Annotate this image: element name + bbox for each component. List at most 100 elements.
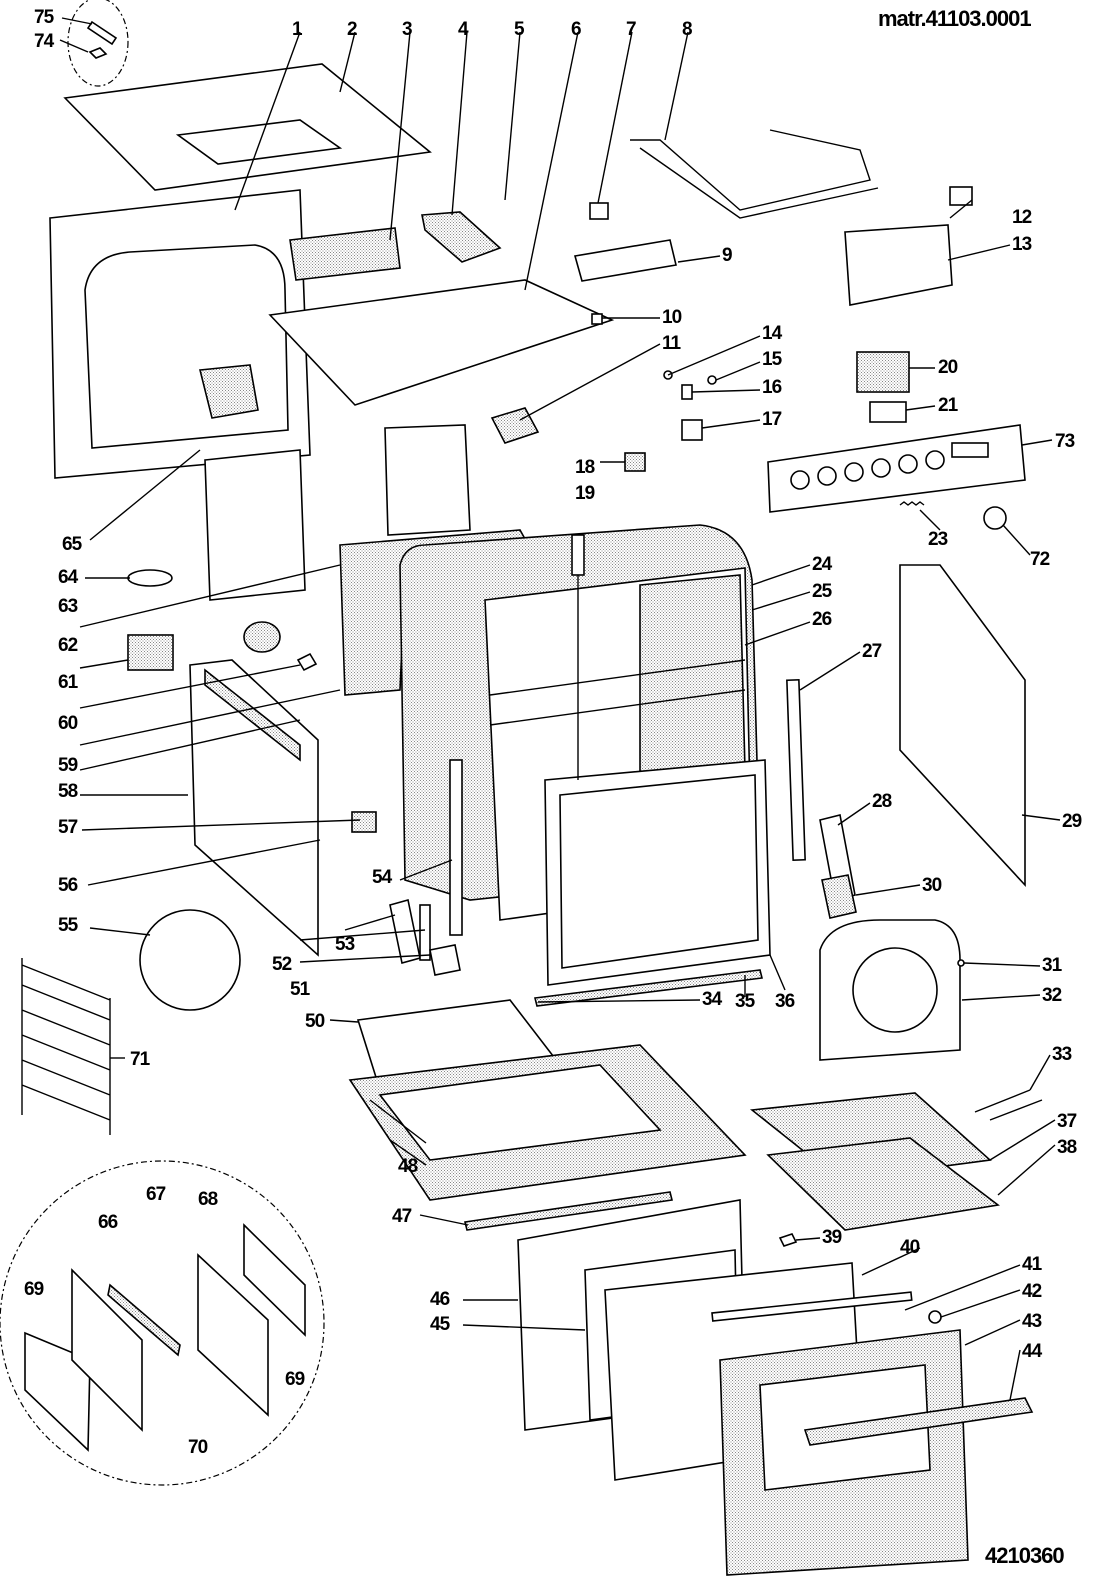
part-61-lamp xyxy=(243,621,281,653)
part-69-runner-cover-right xyxy=(243,1223,306,1337)
part-51-hinge-receiver xyxy=(429,944,461,976)
part-17-switch xyxy=(681,419,703,441)
part-75-bracket xyxy=(86,20,118,46)
tray-inner-rack xyxy=(378,1064,662,1161)
part-66-telescopic-runner xyxy=(107,1283,181,1357)
part-71-shelf-support xyxy=(21,958,111,1135)
part-13-element-bracket xyxy=(844,224,953,306)
top-cover-recess xyxy=(175,119,343,165)
callout-55: 55 xyxy=(58,915,78,936)
callout-12: 12 xyxy=(1012,207,1032,228)
callout-75: 75 xyxy=(34,7,54,28)
callout-17: 17 xyxy=(762,409,782,430)
part-38-grill-pan xyxy=(766,1137,1000,1231)
callout-56: 56 xyxy=(58,875,78,896)
part-39-clip xyxy=(778,1233,798,1247)
part-60-lamp-cover xyxy=(296,652,318,672)
part-12-clip xyxy=(949,186,973,206)
callout-42: 42 xyxy=(1022,1281,1042,1302)
callout-2: 2 xyxy=(347,19,358,40)
callout-29: 29 xyxy=(1062,811,1082,832)
part-21-timer-bracket xyxy=(869,401,907,423)
part-52-hinge xyxy=(419,904,431,961)
callout-60: 60 xyxy=(58,713,78,734)
part-65-fan-motor xyxy=(198,364,259,419)
part-29-side-panel-right xyxy=(899,564,1026,888)
callout-48: 48 xyxy=(398,1156,418,1177)
callout-3: 3 xyxy=(402,19,413,40)
rear-housing xyxy=(384,424,471,536)
callout-39: 39 xyxy=(822,1227,842,1248)
callout-53: 53 xyxy=(335,934,355,955)
callout-27: 27 xyxy=(862,641,882,662)
callout-72: 72 xyxy=(1030,549,1050,570)
callout-61: 61 xyxy=(58,672,78,693)
part-47-seal-strip xyxy=(464,1191,673,1231)
callout-37: 37 xyxy=(1057,1111,1077,1132)
callout-41: 41 xyxy=(1022,1254,1042,1275)
part-15-screw xyxy=(707,375,717,385)
callout-16: 16 xyxy=(762,377,782,398)
gasket-inner xyxy=(559,774,759,969)
part-55-fan-element xyxy=(139,909,241,1011)
callout-54: 54 xyxy=(372,867,392,888)
callout-65: 65 xyxy=(62,534,82,555)
part-41-handle-bracket xyxy=(711,1291,913,1322)
part-4-cooling-fan-housing xyxy=(421,211,502,263)
part-8-grill-element xyxy=(630,129,871,211)
part-73-control-panel xyxy=(767,424,1026,513)
callout-20: 20 xyxy=(938,357,958,378)
callout-46: 46 xyxy=(430,1289,450,1310)
leader-lines xyxy=(59,17,1061,1401)
callout-62: 62 xyxy=(58,635,78,656)
callout-59: 59 xyxy=(58,755,78,776)
part-74-screw xyxy=(88,47,108,59)
callout-74: 74 xyxy=(34,31,54,52)
callout-13: 13 xyxy=(1012,234,1032,255)
part-3-terminal-block xyxy=(289,227,401,281)
part-31-screw xyxy=(957,959,965,967)
callout-40: 40 xyxy=(900,1237,920,1258)
part-58-side-panel-left xyxy=(189,659,319,957)
callout-34: 34 xyxy=(702,989,722,1010)
callout-66: 66 xyxy=(98,1212,118,1233)
part-35-seal-strip xyxy=(534,969,763,1007)
callout-18: 18 xyxy=(575,457,595,478)
part-72-knob xyxy=(983,506,1007,530)
cavity-rail xyxy=(489,659,746,696)
callout-10: 10 xyxy=(662,307,682,328)
part-20-timer xyxy=(856,351,910,393)
part-19-probe-tube xyxy=(571,534,585,576)
control-panel-knob-holes xyxy=(790,442,989,490)
callout-1: 1 xyxy=(292,19,303,40)
callout-57: 57 xyxy=(58,817,78,838)
grill-element-loop xyxy=(639,147,879,219)
part-42-screw xyxy=(928,1310,942,1324)
callout-63: 63 xyxy=(58,596,78,617)
back-bracket xyxy=(204,449,306,601)
callout-51: 51 xyxy=(290,979,310,1000)
part-59-vent xyxy=(204,668,301,762)
callout-9: 9 xyxy=(722,245,733,266)
callout-47: 47 xyxy=(392,1206,412,1227)
callout-45: 45 xyxy=(430,1314,450,1335)
side-panel-cutout xyxy=(84,244,289,449)
callout-8: 8 xyxy=(682,19,693,40)
callout-21: 21 xyxy=(938,395,958,416)
part-54-side-rail xyxy=(449,759,463,936)
part-44-handle xyxy=(803,1397,1034,1446)
callout-26: 26 xyxy=(812,609,832,630)
callout-6: 6 xyxy=(571,19,582,40)
callout-38: 38 xyxy=(1057,1137,1077,1158)
part-6-top-plate xyxy=(268,279,615,406)
callout-30: 30 xyxy=(922,875,942,896)
callout-7: 7 xyxy=(626,19,637,40)
detail-circle-runners xyxy=(0,1160,325,1486)
callout-36: 36 xyxy=(775,991,795,1012)
callout-19: 19 xyxy=(575,483,595,504)
callout-15: 15 xyxy=(762,349,782,370)
part-7-connector xyxy=(589,202,609,220)
part-16-switch xyxy=(681,384,693,400)
part-30-hinge-receiver xyxy=(821,874,857,919)
